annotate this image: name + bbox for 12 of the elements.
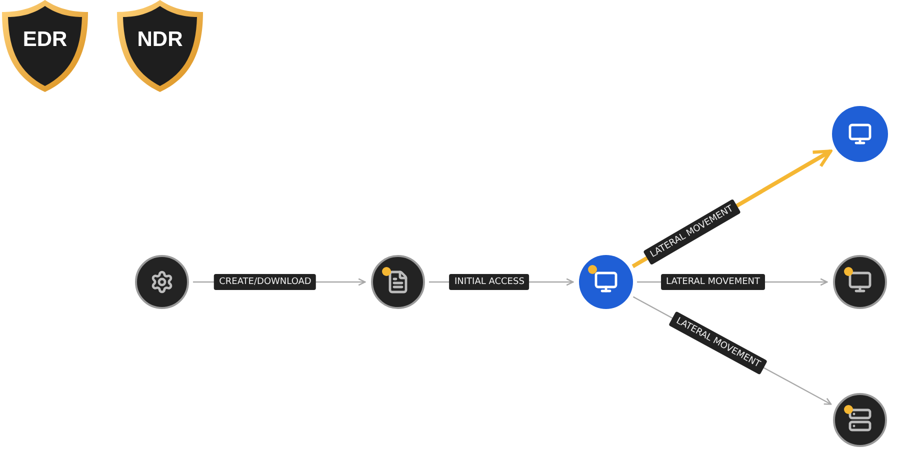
host-node <box>579 255 633 309</box>
edge-label: CREATE/DOWNLOAD <box>214 274 316 290</box>
node-circle <box>135 255 189 309</box>
edge-label: INITIAL ACCESS <box>450 274 530 290</box>
shield-label: NDR <box>136 28 184 52</box>
edge-label: LATERAL MOVEMENT <box>661 274 765 290</box>
shield-label: EDR <box>22 28 68 52</box>
node-circle <box>833 255 887 309</box>
node-circle <box>371 255 425 309</box>
node-circle <box>833 393 887 447</box>
shield-badge <box>115 0 205 94</box>
shield-badge <box>0 0 90 94</box>
